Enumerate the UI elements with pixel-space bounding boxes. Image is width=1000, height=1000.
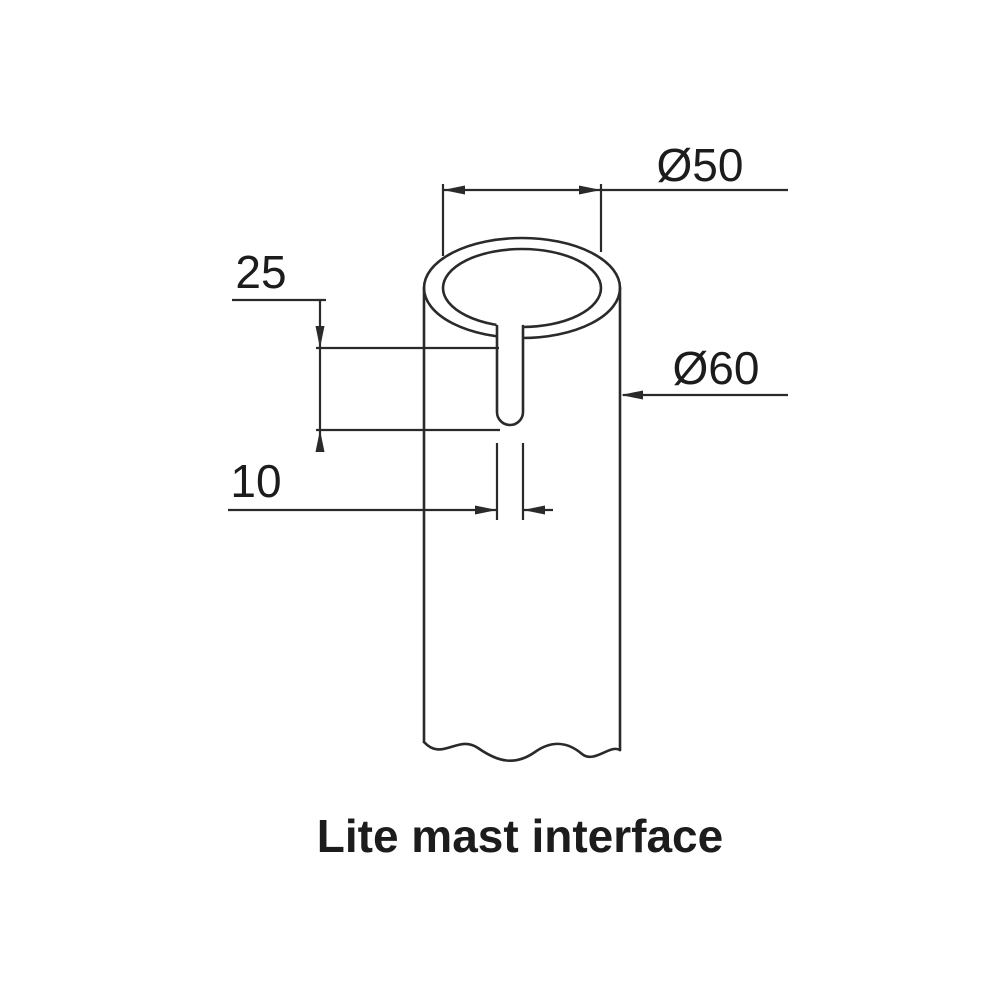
dim50-arrow-right-icon <box>579 185 601 195</box>
slot-mask <box>496 312 524 416</box>
dim-slot-depth: 25 <box>232 246 500 452</box>
dim-inner-diameter: Ø50 <box>441 139 788 256</box>
dim-label-outer-diameter: Ø60 <box>673 342 760 394</box>
dim-label-slot-width: 10 <box>230 455 281 507</box>
tube-break-line <box>422 740 622 762</box>
dim25-arrow-bottom-icon <box>315 430 325 452</box>
dim-label-slot-depth: 25 <box>235 246 286 298</box>
dim60-arrow-icon <box>621 390 643 400</box>
dim25-arrow-top-icon <box>315 326 325 348</box>
dim-outer-diameter: Ø60 <box>621 342 788 400</box>
tube-body <box>422 236 622 762</box>
keyway-slot <box>495 324 525 427</box>
dim10-arrow-right-icon <box>523 505 545 515</box>
dim-slot-width: 10 <box>228 443 553 520</box>
drawing-caption: Lite mast interface <box>317 810 723 862</box>
dim50-arrow-left-icon <box>443 185 465 195</box>
dim10-arrow-left-icon <box>475 505 497 515</box>
dim-label-inner-diameter: Ø50 <box>657 139 744 191</box>
